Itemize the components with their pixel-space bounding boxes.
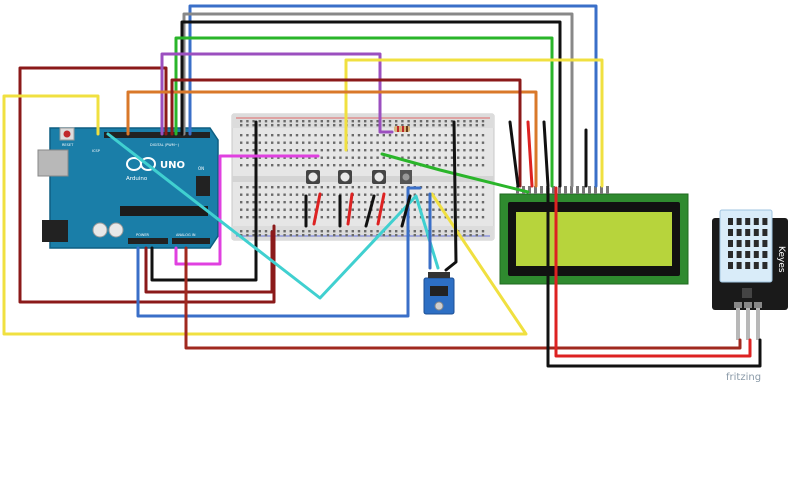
brand-label: Arduino — [126, 176, 148, 182]
lcd-display — [499, 186, 689, 285]
wire-gray-top — [182, 12, 574, 188]
wire-black-bb4 — [400, 194, 412, 228]
wire-blue-bottom — [136, 186, 422, 318]
analog-header-label: ANALOG IN — [176, 233, 196, 237]
wire-red-right — [526, 120, 534, 188]
atmega-chip — [120, 206, 208, 216]
wire-orange-top — [126, 90, 538, 188]
wire-black-right1 — [508, 120, 520, 188]
push-button — [400, 170, 412, 184]
dht-vent-grid — [728, 218, 768, 269]
on-led-label: ON — [198, 166, 204, 171]
wires — [2, 4, 762, 368]
resistor — [394, 126, 410, 132]
wire-yellow-left — [2, 94, 528, 336]
digital-header-label: DIGITAL (PWM~) — [150, 143, 180, 147]
potentiometer-3 — [372, 170, 386, 184]
potentiometers — [306, 170, 386, 184]
digital-header — [104, 132, 210, 138]
wire-red-dht — [554, 186, 752, 358]
arduino-logo — [126, 157, 156, 171]
wire-purple-top — [160, 52, 394, 136]
wire-red-bb1 — [312, 192, 322, 226]
wire-teal — [106, 132, 440, 300]
rtc-module — [423, 272, 455, 315]
analog-header — [172, 238, 210, 244]
potentiometer-1 — [306, 170, 320, 184]
potentiometer-2 — [338, 170, 352, 184]
lcd-pin-header — [516, 186, 609, 194]
dht11-sensor-module: Keyes — [712, 209, 788, 340]
fritzing-watermark: fritzing — [726, 372, 761, 383]
wire-darkred-bottom — [184, 246, 742, 350]
wire-black-dht — [546, 186, 762, 368]
board-name-label: UNO — [160, 160, 185, 171]
reset-label: RESET — [62, 143, 74, 147]
icsp-label: ICSP — [92, 149, 100, 153]
power-header-label: POWER — [136, 233, 150, 237]
wire-darkred-top — [170, 78, 522, 188]
wire-red-bb3 — [376, 192, 386, 226]
wire-black-right2 — [542, 120, 550, 188]
arduino-uno-board: UNO Arduino RESET ICSP DIGITAL (PWM~) PO… — [37, 127, 219, 249]
dht-brand-label: Keyes — [776, 246, 786, 273]
wire-red-bb2 — [346, 192, 354, 226]
wire-black-lower — [150, 120, 258, 282]
wire-darkred-outer — [18, 66, 276, 304]
power-jack — [42, 220, 68, 242]
wire-black-rtc — [444, 120, 458, 272]
wire-green-top — [174, 36, 554, 188]
wire-magenta — [174, 154, 320, 266]
wire-black-top — [180, 20, 562, 188]
usb-port — [37, 149, 69, 177]
power-header — [128, 238, 168, 244]
wire-blue-top — [188, 4, 598, 188]
wire-yellow-top — [344, 58, 604, 188]
wire-black-bb3 — [364, 194, 376, 228]
icsp-header — [196, 176, 210, 196]
wire-green-diagonal — [380, 152, 530, 194]
